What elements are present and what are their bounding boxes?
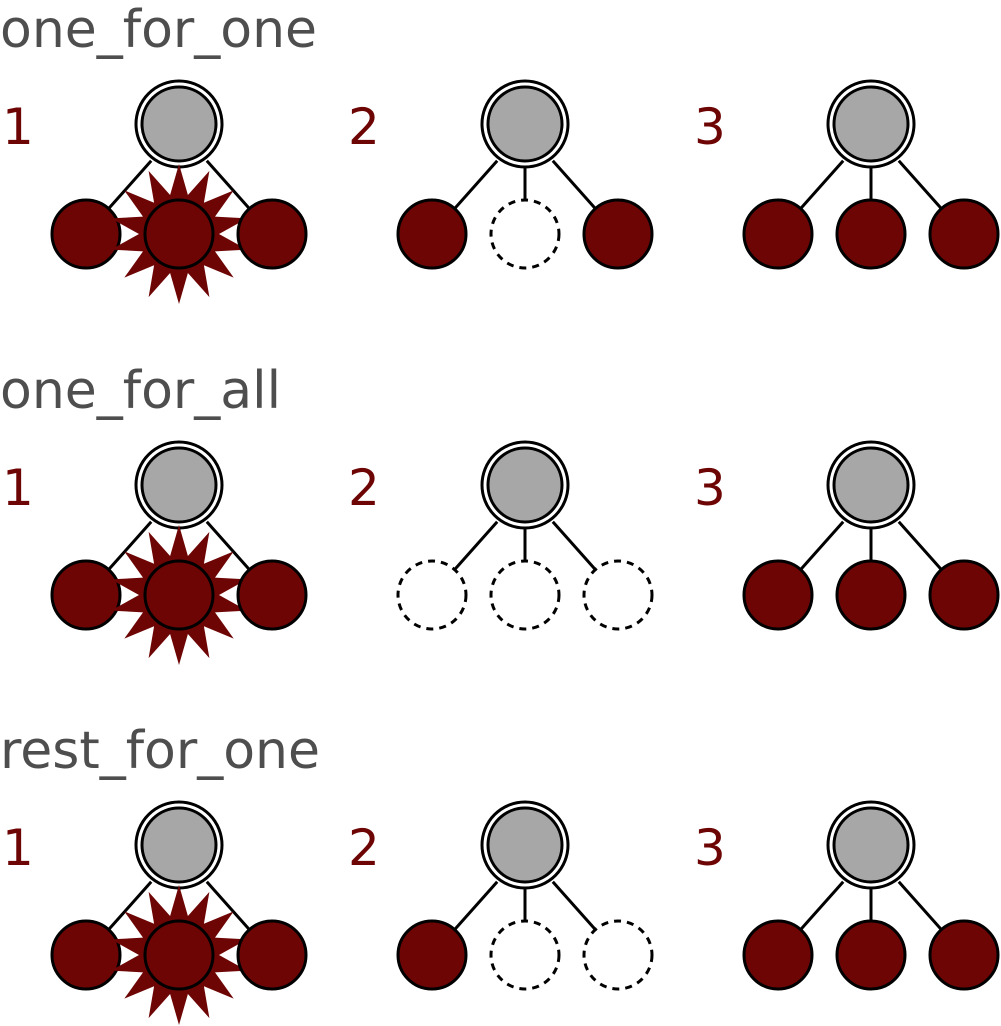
section-title: one_for_all [0, 361, 281, 421]
step-diagram: 3 [694, 79, 1000, 270]
step-number: 3 [694, 819, 726, 877]
step-number: 1 [2, 98, 34, 156]
supervisor-node [134, 79, 224, 169]
terminated-worker-node [582, 559, 654, 631]
running-worker-node [396, 919, 468, 991]
supervisor-link [799, 159, 845, 210]
supervisor-link [551, 159, 597, 210]
supervisor-node [134, 440, 224, 530]
step-diagram: 2 [348, 79, 654, 270]
running-worker-node [50, 559, 122, 631]
terminated-worker-node [489, 919, 561, 991]
step-number: 1 [2, 459, 34, 517]
supervisor-link [799, 520, 845, 571]
terminated-worker-node [489, 198, 561, 270]
step-number: 3 [694, 459, 726, 517]
crashed-worker-node [143, 919, 215, 991]
step-number: 2 [348, 98, 380, 156]
step-number: 3 [694, 98, 726, 156]
step-diagram: 2 [348, 800, 654, 991]
terminated-worker-node [582, 919, 654, 991]
running-worker-node [742, 559, 814, 631]
running-worker-node [50, 198, 122, 270]
supervisor-node [480, 440, 570, 530]
step-diagram: 1 [2, 440, 308, 665]
running-worker-node [928, 559, 1000, 631]
supervisor-link [205, 880, 251, 931]
supervisor-link [107, 159, 153, 210]
terminated-worker-node [396, 559, 468, 631]
step-diagram: 2 [348, 440, 654, 631]
supervisor-node [134, 800, 224, 890]
supervisor-node [826, 800, 916, 890]
crashed-worker-node [143, 198, 215, 270]
crashed-worker-node [143, 559, 215, 631]
step-number: 2 [348, 459, 380, 517]
supervisor-link [205, 520, 251, 571]
supervisor-link [453, 880, 499, 931]
running-worker-node [742, 198, 814, 270]
supervisor-link [897, 880, 943, 931]
running-worker-node [582, 198, 654, 270]
section-title: one_for_one [0, 0, 317, 60]
running-worker-node [742, 919, 814, 991]
running-worker-node [835, 559, 907, 631]
step-number: 2 [348, 819, 380, 877]
running-worker-node [835, 919, 907, 991]
section-title: rest_for_one [0, 721, 320, 781]
supervisor-node [480, 800, 570, 890]
running-worker-node [236, 198, 308, 270]
step-diagram: 3 [694, 800, 1000, 991]
supervisor-node [826, 440, 916, 530]
supervisor-link [897, 159, 943, 210]
supervisor-node [480, 79, 570, 169]
supervisor-link [799, 880, 845, 931]
supervisor-link [107, 520, 153, 571]
running-worker-node [928, 919, 1000, 991]
running-worker-node [50, 919, 122, 991]
strategy-section: rest_for_one 1 2 3 [0, 721, 1000, 1025]
running-worker-node [236, 559, 308, 631]
strategy-section: one_for_one 1 2 3 [0, 0, 1000, 304]
supervisor-link [551, 880, 597, 931]
supervisor-link [551, 520, 597, 571]
running-worker-node [835, 198, 907, 270]
terminated-worker-node [489, 559, 561, 631]
step-diagram: 1 [2, 79, 308, 304]
step-diagram: 3 [694, 440, 1000, 631]
supervisor-link [453, 159, 499, 210]
strategy-section: one_for_all 1 2 3 [0, 361, 1000, 665]
step-diagram: 1 [2, 800, 308, 1025]
running-worker-node [396, 198, 468, 270]
supervisor-node [826, 79, 916, 169]
step-number: 1 [2, 819, 34, 877]
running-worker-node [236, 919, 308, 991]
supervisor-link [107, 880, 153, 931]
supervisor-link [205, 159, 251, 210]
supervisor-link [897, 520, 943, 571]
running-worker-node [928, 198, 1000, 270]
supervisor-link [453, 520, 499, 571]
